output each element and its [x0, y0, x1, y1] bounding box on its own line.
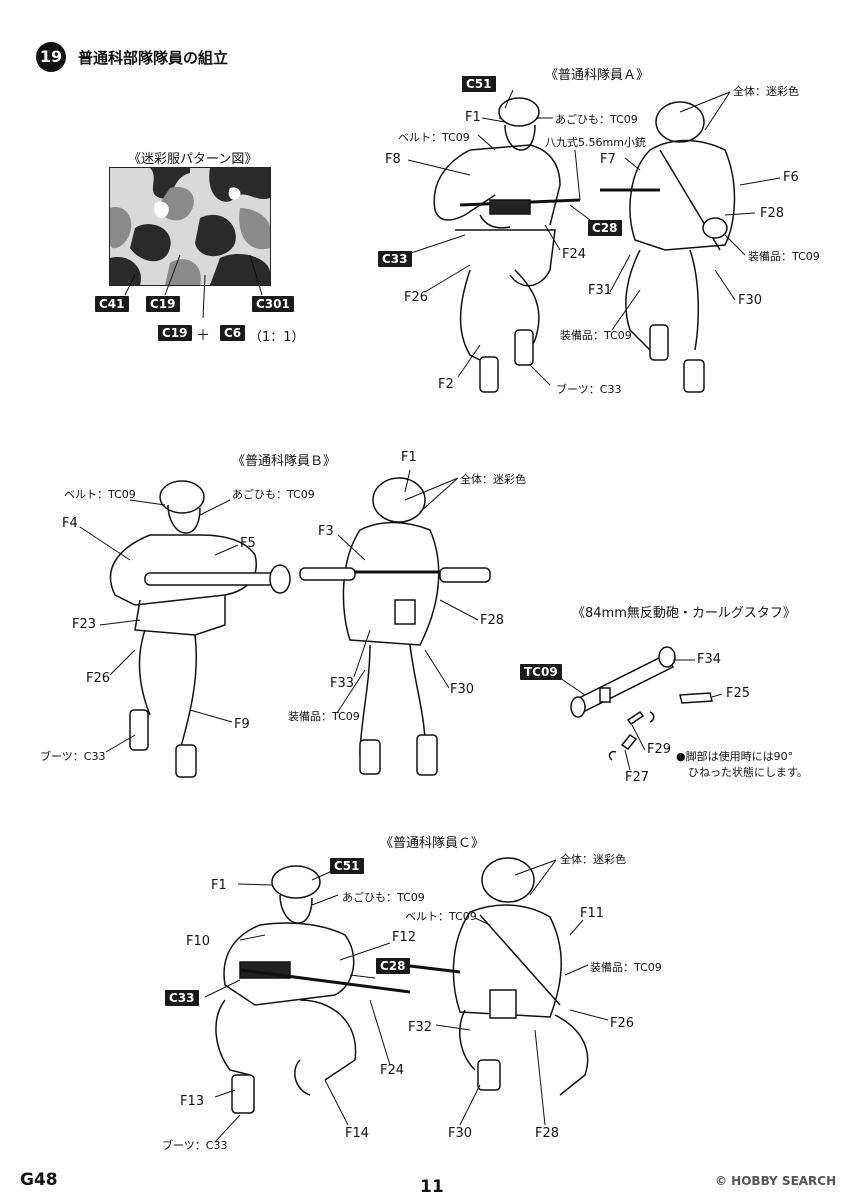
- a-label-f8: F8: [385, 152, 401, 167]
- carl-note-line2: ひねった状態にします。: [688, 766, 808, 779]
- c-label-f28: F28: [535, 1126, 560, 1141]
- c-badge-c33: C33: [165, 990, 199, 1006]
- c-label-f13: F13: [180, 1094, 205, 1109]
- mix-badge-c6: C6: [220, 325, 246, 341]
- carl-label-f29: F29: [647, 742, 672, 757]
- a-label-boots: ブーツ：C33: [556, 383, 622, 396]
- b-label-boots: ブーツ：C33: [40, 750, 106, 763]
- a-label-f26: F26: [404, 290, 429, 305]
- step-title: 普通科部隊隊員の組立: [78, 49, 229, 67]
- c-label-zentai: 全体：迷彩色: [560, 853, 626, 866]
- carl-label-f27: F27: [625, 770, 650, 785]
- c-label-soubi: 装備品：TC09: [590, 961, 662, 974]
- a-badge-c33: C33: [378, 251, 412, 267]
- a-label-belt: ベルト：TC09: [398, 131, 470, 144]
- c-label-f24: F24: [380, 1063, 405, 1078]
- c-label-f26: F26: [610, 1016, 635, 1031]
- mix-ratio: （1：1）: [249, 330, 305, 345]
- carl-label-f34: F34: [697, 652, 722, 667]
- b-label-zentai: 全体：迷彩色: [460, 473, 526, 486]
- c-label-f10: F10: [186, 934, 211, 949]
- b-label-belt: ベルト：TC09: [64, 488, 136, 501]
- a-label-f6: F6: [783, 170, 799, 185]
- camo-pattern-swatch: [109, 167, 271, 286]
- b-label-f9: F9: [234, 717, 250, 732]
- camo-badge-c19: C19: [146, 296, 180, 312]
- a-label-gun: 八九式5.56mm小銃: [545, 136, 646, 149]
- c-label-f1: F1: [211, 878, 227, 893]
- a-label-soubi-back: 装備品：TC09: [748, 250, 820, 263]
- figure-a-title: 《普通科隊員Ａ》: [545, 68, 650, 83]
- a-badge-c28: C28: [588, 220, 622, 236]
- c-badge-c28: C28: [376, 958, 410, 974]
- carl-label-f25: F25: [726, 686, 751, 701]
- b-label-f33: F33: [330, 676, 355, 691]
- camo-badge-c41: C41: [95, 296, 129, 312]
- footer-page-number: 11: [420, 1177, 444, 1197]
- camo-badge-c301: C301: [252, 296, 294, 312]
- c-label-f14: F14: [345, 1126, 370, 1141]
- c-label-f30: F30: [448, 1126, 473, 1141]
- a-label-zentai: 全体：迷彩色: [733, 85, 799, 98]
- c-label-f11: F11: [580, 906, 605, 921]
- carl-gustaf-title: 《84mm無反動砲・カールグスタフ》: [572, 606, 796, 621]
- a-label-f28: F28: [760, 206, 785, 221]
- a-label-soubi-front: 装備品：TC09: [560, 329, 632, 342]
- a-badge-c51: C51: [462, 76, 496, 92]
- footer-model-code: G48: [20, 1170, 58, 1190]
- c-badge-c51: C51: [330, 858, 364, 874]
- carl-badge-tc09: TC09: [520, 664, 562, 680]
- b-label-f1: F1: [401, 450, 417, 465]
- step-number-badge: 19: [36, 42, 66, 72]
- footer-watermark: © HOBBY SEARCH: [715, 1174, 837, 1188]
- camo-pattern-title: 《迷彩服パターン図》: [128, 152, 258, 167]
- b-label-f5: F5: [240, 536, 256, 551]
- mix-badge-c19: C19: [158, 325, 192, 341]
- b-label-f30: F30: [450, 682, 475, 697]
- b-label-f3: F3: [318, 524, 334, 539]
- b-label-f28: F28: [480, 613, 505, 628]
- b-label-agohimo: あごひも：TC09: [232, 488, 315, 501]
- a-label-agohimo: あごひも：TC09: [555, 113, 638, 126]
- b-label-soubi: 装備品：TC09: [288, 710, 360, 723]
- figure-c-title: 《普通科隊員Ｃ》: [380, 836, 485, 851]
- mix-plus: ＋: [196, 328, 210, 344]
- a-label-f7: F7: [600, 152, 616, 167]
- c-label-boots: ブーツ：C33: [162, 1139, 228, 1152]
- c-label-belt: ベルト：TC09: [405, 910, 477, 923]
- b-label-f23: F23: [72, 617, 97, 632]
- a-label-f1: F1: [465, 110, 481, 125]
- carl-note-line1: ●脚部は使用時には90°: [676, 750, 794, 763]
- c-label-f32: F32: [408, 1020, 433, 1035]
- c-label-agohimo: あごひも：TC09: [342, 891, 425, 904]
- a-label-f24: F24: [562, 247, 587, 262]
- a-label-f2: F2: [438, 377, 454, 392]
- b-label-f26: F26: [86, 671, 111, 686]
- b-label-f4: F4: [62, 516, 78, 531]
- c-label-f12: F12: [392, 930, 417, 945]
- a-label-f31: F31: [588, 283, 613, 298]
- figure-b-title: 《普通科隊員Ｂ》: [232, 454, 337, 469]
- a-label-f30: F30: [738, 293, 763, 308]
